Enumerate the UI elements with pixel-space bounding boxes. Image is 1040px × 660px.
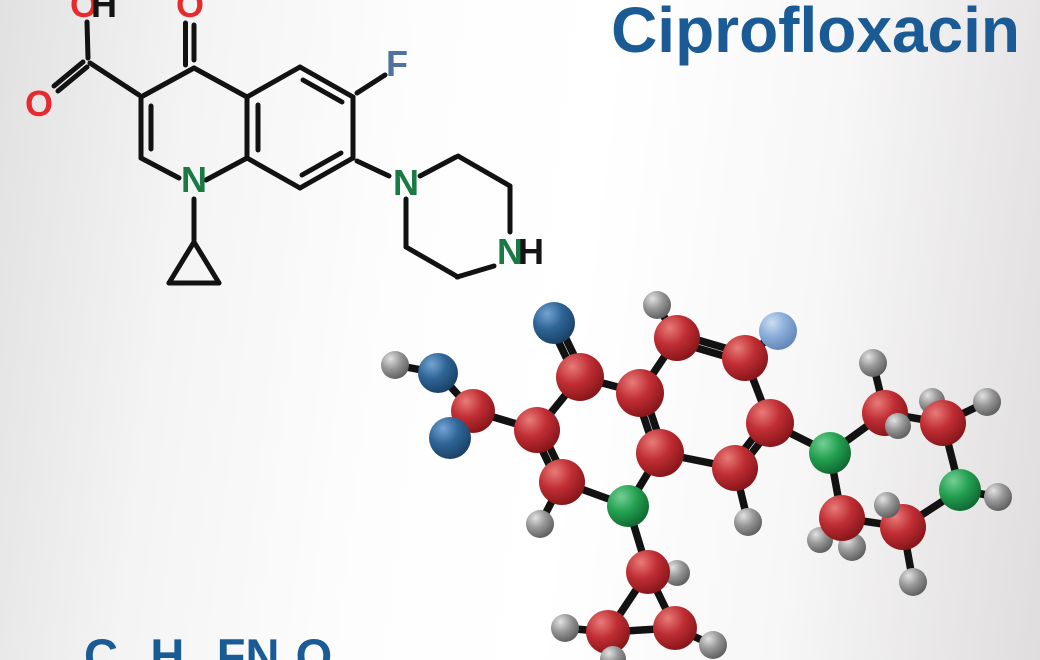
- atom-label-F: F: [386, 43, 408, 84]
- atom-sphere-F: [759, 312, 797, 350]
- atom-sphere-H: [885, 413, 911, 439]
- atom-sphere-C: [539, 459, 585, 505]
- atom-sphere-C: [746, 399, 794, 447]
- bond-line: [454, 263, 497, 280]
- compound-title: Ciprofloxacin: [611, 0, 1020, 66]
- atom-sphere-H: [526, 510, 554, 538]
- bond-line: [84, 19, 91, 61]
- atom-sphere-H: [874, 492, 900, 518]
- molecular-formula: C17H18FN3O3: [84, 628, 348, 660]
- bond-line: [138, 65, 197, 100]
- formula-element: O: [295, 629, 333, 660]
- formula-element: F: [216, 629, 246, 660]
- atom-sphere-O: [533, 302, 575, 344]
- formula-subscript: 17: [118, 657, 150, 660]
- bond-line: [300, 77, 345, 105]
- bond-line: [455, 153, 513, 189]
- atom-sphere-C: [616, 369, 664, 417]
- bond-line: [244, 155, 303, 191]
- bond-line: [51, 59, 86, 89]
- formula-element: N: [245, 629, 280, 660]
- skeletal-formula-bonds: [51, 19, 513, 286]
- formula-subscript: 3: [332, 657, 348, 660]
- ball-and-stick-atoms: [381, 291, 1012, 660]
- atom-sphere-C: [920, 400, 966, 446]
- bond-line: [138, 155, 182, 181]
- atom-sphere-N: [607, 485, 649, 527]
- atom-sphere-C: [712, 445, 758, 491]
- atom-sphere-C: [654, 315, 700, 361]
- atom-sphere-O: [418, 353, 458, 393]
- atom-sphere-H: [973, 388, 1001, 416]
- bond-line: [297, 64, 356, 100]
- formula-element: H: [150, 629, 185, 660]
- atom-sphere-H: [600, 646, 626, 660]
- bond-line: [191, 239, 222, 286]
- atom-sphere-H: [984, 483, 1012, 511]
- formula-subscript: 18: [184, 657, 216, 660]
- bond-line: [203, 155, 250, 183]
- formula-subscript: 3: [279, 657, 295, 660]
- bond-line: [297, 155, 356, 191]
- atom-sphere-H: [643, 291, 671, 319]
- atom-sphere-C: [819, 495, 865, 541]
- atom-label-N: N: [497, 231, 523, 272]
- atom-sphere-C: [626, 550, 670, 594]
- atom-sphere-C: [556, 353, 604, 401]
- atom-label-H: H: [518, 231, 544, 272]
- atom-sphere-O: [429, 417, 471, 459]
- formula-element: C: [84, 629, 118, 660]
- bond-line: [166, 239, 197, 286]
- atom-sphere-C: [653, 606, 697, 650]
- atom-sphere-H: [664, 560, 690, 586]
- bond-line: [244, 64, 303, 100]
- atom-sphere-C: [722, 335, 768, 381]
- bond-line: [354, 72, 388, 96]
- atom-sphere-H: [899, 568, 927, 596]
- atom-label-O: O: [176, 0, 204, 25]
- atom-label-N: N: [181, 159, 207, 200]
- atom-label-O: O: [25, 83, 53, 124]
- bond-line: [354, 158, 392, 179]
- atom-sphere-H: [381, 351, 409, 379]
- atom-sphere-C: [636, 429, 684, 477]
- atom-sphere-H: [551, 614, 579, 642]
- ball-and-stick-bonds: [391, 301, 1002, 660]
- atom-sphere-H: [734, 508, 762, 536]
- bond-line: [299, 150, 344, 178]
- atom-sphere-H: [699, 631, 727, 659]
- atom-label-N: N: [393, 162, 419, 203]
- atom-sphere-C: [514, 407, 560, 453]
- atom-sphere-N: [939, 469, 981, 511]
- atom-sphere-H: [859, 349, 887, 377]
- atom-label-O: O: [70, 0, 98, 25]
- bond-line: [417, 154, 459, 179]
- bond-line: [191, 65, 250, 100]
- atom-sphere-N: [809, 432, 851, 474]
- bond-line: [55, 64, 90, 94]
- bond-line: [403, 244, 461, 280]
- atom-sphere-C: [586, 610, 630, 654]
- bond-line: [87, 60, 142, 98]
- atom-label-H: H: [91, 0, 117, 25]
